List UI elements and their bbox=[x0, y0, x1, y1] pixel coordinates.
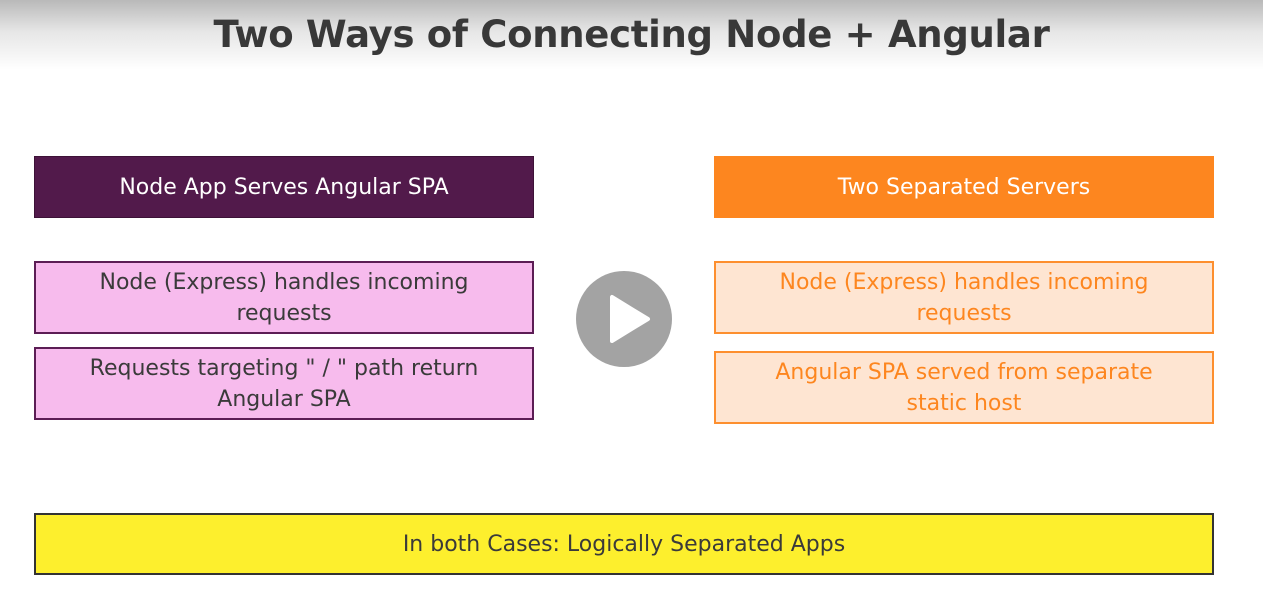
right-item-2-line-1: Angular SPA served from separate bbox=[775, 359, 1153, 385]
right-column-header: Two Separated Servers bbox=[714, 156, 1214, 218]
play-icon bbox=[610, 295, 650, 343]
left-item-1-line-2: requests bbox=[236, 300, 332, 326]
slide-title: Two Ways of Connecting Node + Angular bbox=[213, 13, 1050, 56]
right-item-1-line-2: requests bbox=[916, 300, 1012, 326]
right-item-2-line-2: static host bbox=[906, 390, 1022, 416]
left-item-express-handles-requests: Node (Express) handles incoming requests bbox=[34, 261, 534, 334]
summary-banner-label: In both Cases: Logically Separated Apps bbox=[402, 531, 846, 557]
play-button[interactable] bbox=[576, 271, 672, 367]
summary-banner: In both Cases: Logically Separated Apps bbox=[34, 513, 1214, 575]
right-item-express-handles-requests: Node (Express) handles incoming requests bbox=[714, 261, 1214, 334]
right-item-spa-static-host: Angular SPA served from separate static … bbox=[714, 351, 1214, 424]
right-item-1-line-1: Node (Express) handles incoming bbox=[779, 269, 1149, 295]
top-gradient bbox=[0, 0, 1263, 70]
left-column-header-label: Node App Serves Angular SPA bbox=[119, 174, 449, 200]
left-item-1-line-1: Node (Express) handles incoming bbox=[99, 269, 469, 295]
right-column-header-label: Two Separated Servers bbox=[837, 174, 1091, 200]
left-column-header: Node App Serves Angular SPA bbox=[34, 156, 534, 218]
left-item-2-line-1: Requests targeting " / " path return bbox=[89, 355, 479, 381]
left-item-2-line-2: Angular SPA bbox=[217, 386, 351, 412]
left-item-root-path-returns-spa: Requests targeting " / " path return Ang… bbox=[34, 347, 534, 420]
